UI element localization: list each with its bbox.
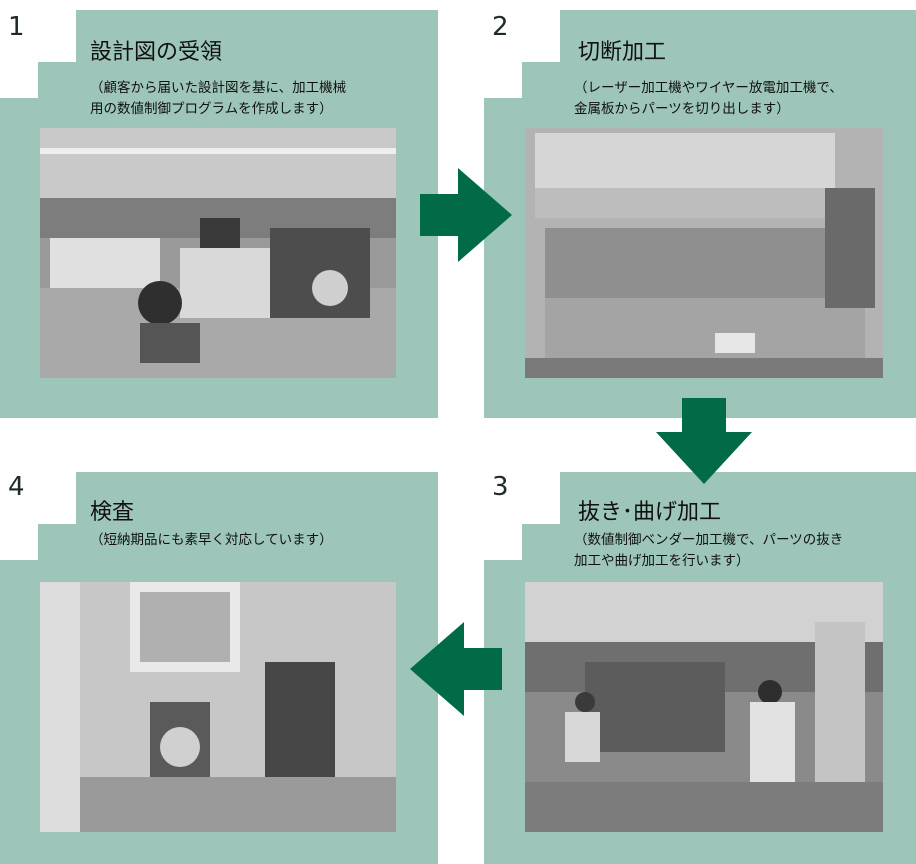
step-1-title: 設計図の受領: [90, 40, 223, 65]
step-4-title: 検査: [90, 500, 135, 525]
step-3-title: 抜き･曲げ加工: [578, 500, 722, 525]
inspection-photo: [40, 582, 396, 832]
step-3-number: 3: [492, 472, 509, 502]
step-3-desc-line-2: 加工や曲げ加工を行います）: [574, 553, 750, 569]
step-2-desc-line-2: 金属板からパーツを切り出します）: [574, 101, 790, 117]
step-1-desc-line-1: （顧客から届いた設計図を基に、加工機械: [90, 80, 347, 96]
step-4-desc-line-1: （短納期品にも素早く対応しています）: [90, 532, 333, 548]
step-4-number: 4: [8, 472, 25, 502]
arrow-down-icon: [656, 398, 752, 484]
arrow-left-icon: [410, 622, 502, 716]
step-1-number: 1: [8, 12, 25, 42]
laser-cutter-photo: [525, 128, 883, 378]
step-3-desc-line-1: （数値制御ベンダー加工機で、パーツの抜き: [574, 532, 844, 548]
design-office-photo: [40, 128, 396, 378]
step-2-number: 2: [492, 12, 509, 42]
bending-workshop-photo: [525, 582, 883, 832]
step-2-desc-line-1: （レーザー加工機やワイヤー放電加工機で、: [574, 80, 843, 96]
arrow-right-icon: [420, 168, 512, 262]
step-2-title: 切断加工: [578, 40, 667, 65]
step-1-desc-line-2: 用の数値制御プログラムを作成します）: [90, 101, 333, 117]
